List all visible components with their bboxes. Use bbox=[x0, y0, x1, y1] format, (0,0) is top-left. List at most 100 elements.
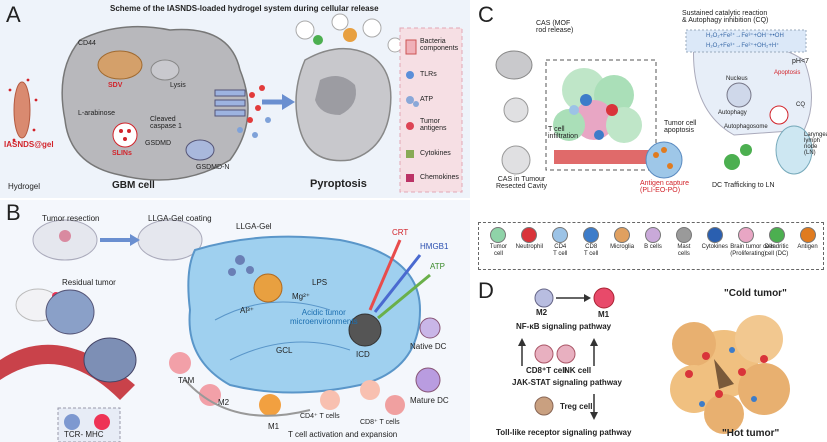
label-hmgb1: HMGB1 bbox=[420, 242, 449, 251]
legend-c-label: CD8 T cell bbox=[584, 244, 599, 257]
label-lysis: Lysis bbox=[170, 82, 186, 89]
label-toll: Toll-like receptor signaling pathway bbox=[496, 428, 632, 437]
label-icd: ICD bbox=[356, 350, 370, 359]
legend-c-item: Tumor cell bbox=[483, 225, 514, 258]
legend-c-swatch bbox=[675, 227, 692, 243]
legend-c-label: Cytokines bbox=[701, 244, 728, 250]
label-gcl: GCL bbox=[276, 346, 293, 355]
panel-b: B Tumor resection LLGA-Gel coating Resid… bbox=[0, 200, 470, 442]
legend-bacteria: Bacteria components bbox=[420, 38, 459, 52]
label-d-m2: M2 bbox=[536, 308, 548, 317]
label-sliins: SLINs bbox=[112, 150, 132, 157]
label-hot-tumor: "Hot tumor" bbox=[722, 428, 780, 439]
label-apoptosis: Apoptosis bbox=[774, 70, 801, 76]
label-sustained: Sustained catalytic reaction & Autophagy… bbox=[682, 10, 769, 24]
panel-c-illustration bbox=[495, 29, 813, 179]
label-t-cell-infiltration: T cell infiltration bbox=[548, 126, 578, 140]
legend-c-item: Brain tumor cells (Proliferating) bbox=[730, 225, 775, 258]
label-gsdmd: GSDMD bbox=[145, 140, 172, 147]
legend-c-label: Antigen bbox=[797, 244, 818, 250]
legend-c-swatch bbox=[644, 227, 661, 243]
label-al: Al³⁺ bbox=[240, 306, 254, 315]
label-gbm-cell: GBM cell bbox=[112, 180, 155, 191]
legend-c-label: CD4 T cell bbox=[553, 244, 568, 257]
panel-c-legend: Tumor cell Neutrophil CD4 T cell CD8 T cell… bbox=[478, 222, 824, 270]
legend-c-item: CD8 T cell bbox=[576, 225, 607, 258]
panel-d: D M2 M1 NF-κB signaling pathway CD8⁺T ce… bbox=[474, 274, 827, 442]
label-sdv: SDV bbox=[108, 82, 123, 89]
legend-c-label: B cells bbox=[644, 244, 662, 250]
legend-c-item: Antigen bbox=[792, 225, 823, 251]
panel-d-illustration bbox=[518, 287, 790, 434]
legend-atp: ATP bbox=[420, 96, 434, 103]
legend-tlrs: TLRs bbox=[420, 71, 437, 78]
legend-c-label: Tumor cell bbox=[489, 244, 508, 257]
legend-chemokines: Chemokines bbox=[420, 174, 459, 181]
legend-c-label: Neutrophil bbox=[515, 244, 544, 250]
legend-c-item: Microglia bbox=[607, 225, 638, 251]
legend-c-label: Mast cells bbox=[677, 244, 691, 257]
label-d-m1: M1 bbox=[598, 310, 610, 319]
panel-d-letter: D bbox=[478, 278, 494, 303]
label-tcr-mhc: TCR- MHC bbox=[64, 430, 104, 439]
label-nfkb: NF-κB signaling pathway bbox=[516, 322, 612, 331]
legend-c-swatch bbox=[799, 227, 816, 243]
label-cq: CQ bbox=[796, 102, 805, 108]
label-reaction1: H₂O₂+Fe²⁺→Fe³⁺+OH⁻+•OH bbox=[706, 33, 784, 39]
panel-b-letter: B bbox=[6, 200, 21, 225]
legend-c-label: Microglia bbox=[610, 244, 635, 250]
label-mature-dc: Mature DC bbox=[410, 396, 449, 405]
panel-a-illustration bbox=[8, 13, 463, 193]
label-tumor-resection: Tumor resection bbox=[42, 214, 100, 223]
label-native-dc: Native DC bbox=[410, 342, 447, 351]
panel-c: C CAS (MOF rod release) Sustained cataly… bbox=[474, 0, 827, 218]
label-hydrogel: Hydrogel bbox=[8, 182, 41, 191]
label-tam: TAM bbox=[178, 376, 195, 385]
legend-c-swatch bbox=[521, 227, 538, 243]
label-autophagy: Autophagy bbox=[718, 110, 747, 116]
legend-tumor-antigens: Tumor antigens bbox=[420, 118, 447, 132]
legend-cytokines: Cytokines bbox=[420, 150, 451, 157]
label-l-arabinose: L-arabinose bbox=[78, 110, 115, 117]
legend-c-swatch bbox=[614, 227, 631, 243]
label-mg: Mg²⁺ bbox=[292, 292, 310, 301]
label-cold-tumor: "Cold tumor" bbox=[724, 288, 787, 299]
label-reaction2: H₂O₂+Fe³⁺→Fe²⁺+OH₂+H⁺ bbox=[706, 43, 780, 49]
label-cd4: CD4⁺ T cells bbox=[300, 413, 340, 420]
label-atp: ATP bbox=[430, 262, 445, 271]
legend-c-item: Neutrophil bbox=[514, 225, 545, 251]
panel-b-illustration bbox=[0, 219, 441, 442]
label-antigen-capture: Antigen capture (PLI-EO-PO) bbox=[640, 180, 690, 194]
panel-c-letter: C bbox=[478, 2, 494, 27]
legend-c-label: Brain tumor cells (Proliferating) bbox=[730, 244, 775, 257]
label-cas-cavity: CAS in Tumour Resected Cavity bbox=[496, 176, 547, 190]
legend-c-swatch bbox=[706, 227, 723, 243]
label-t-cell-activation: T cell activation and expansion bbox=[288, 430, 398, 439]
label-jak: JAK-STAT signaling pathway bbox=[512, 378, 622, 387]
legend-c-item: B cells bbox=[638, 225, 669, 251]
legend-c-swatch bbox=[552, 227, 569, 243]
label-ph: pH<7 bbox=[792, 58, 809, 65]
label-d-cd8: CD8⁺T cell bbox=[526, 366, 567, 375]
label-pyroptosis: Pyroptosis bbox=[310, 178, 367, 190]
label-tumor-cell-apoptosis: Tumor cell apoptosis bbox=[664, 120, 697, 134]
label-gsdmd-n: GSDMD-N bbox=[196, 164, 230, 171]
legend-c-swatch bbox=[768, 227, 785, 243]
label-cd44: CD44 bbox=[78, 40, 96, 47]
legend-c-item: CD4 T cell bbox=[545, 225, 576, 258]
legend-c-item: Cytokines bbox=[699, 225, 730, 251]
label-nucleus: Nucleus bbox=[726, 76, 748, 82]
label-cd8: CD8⁺ T cells bbox=[360, 419, 400, 426]
label-llga-gel: LLGA-Gel bbox=[236, 222, 272, 231]
label-residual-tumor: Residual tumor bbox=[62, 278, 116, 287]
label-laryngeal: Laryngeal lymph node (LN) bbox=[804, 132, 827, 156]
label-m1: M1 bbox=[268, 422, 280, 431]
label-lps: LPS bbox=[312, 278, 328, 287]
label-dc-trafficking: DC Trafficking to LN bbox=[712, 182, 775, 189]
label-iasnds-gel: IASNDS@gel bbox=[4, 140, 54, 149]
legend-c-swatch bbox=[490, 227, 507, 243]
label-m2: M2 bbox=[218, 398, 230, 407]
panel-a: A Scheme of the IASNDS-loaded hydrogel s… bbox=[0, 0, 470, 198]
label-llga-gel-coating: LLGA-Gel coating bbox=[148, 214, 212, 223]
panel-a-title: Scheme of the IASNDS-loaded hydrogel sys… bbox=[110, 4, 379, 13]
